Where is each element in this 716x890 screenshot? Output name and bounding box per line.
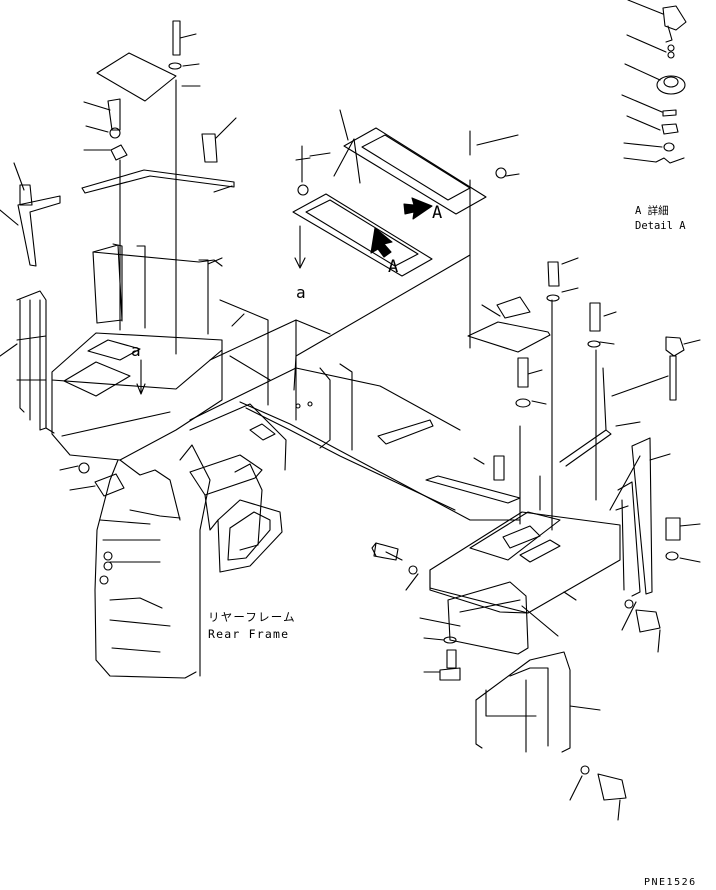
- arrow-label-a2: a: [131, 341, 141, 360]
- view-marker-a2: A: [388, 257, 398, 277]
- rear-frame-label-en: Rear Frame: [208, 627, 289, 641]
- detail-a-parts: [622, 0, 686, 163]
- leader-lines-left: [84, 34, 244, 326]
- arrow-label-a1: a: [296, 283, 306, 302]
- left-guard-assembly: [0, 21, 520, 678]
- view-marker-a1: A: [432, 203, 442, 223]
- detail-label-jp: A 詳細: [635, 204, 669, 217]
- view-arrow-a1: [404, 198, 432, 219]
- rear-frame-label-jp: リヤーフレーム: [208, 610, 296, 624]
- detail-label-en: Detail A: [635, 220, 686, 232]
- right-platform-assembly: [294, 255, 700, 820]
- view-arrow-a2: [371, 228, 392, 257]
- drawing-number: PNE1526: [644, 877, 697, 888]
- floor-cover-assembly: [293, 110, 519, 348]
